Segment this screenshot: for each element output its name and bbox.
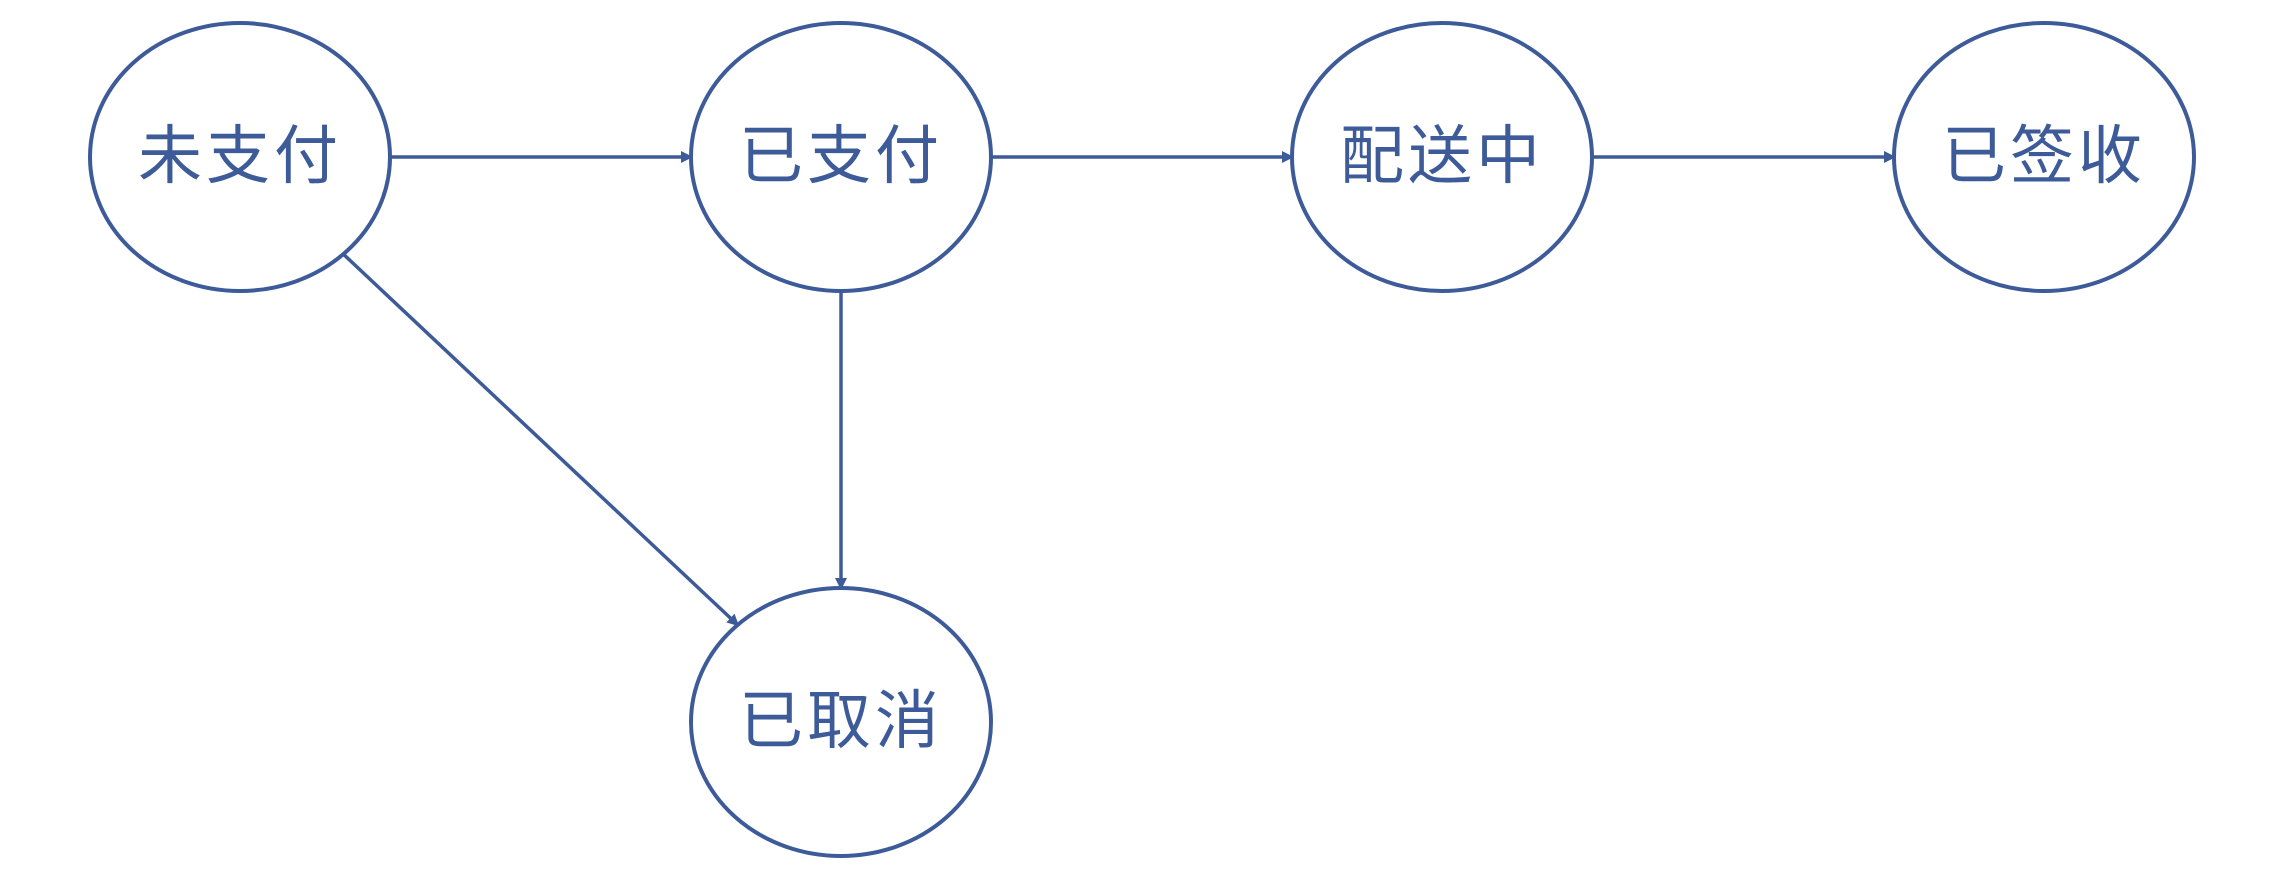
state-node-delivering: 配送中	[1290, 21, 1594, 293]
state-node-label: 已取消	[739, 685, 943, 759]
state-node-unpaid: 未支付	[88, 21, 392, 293]
state-node-signed: 已签收	[1892, 21, 2196, 293]
state-node-ellipse	[88, 21, 392, 293]
state-node-cancelled: 已取消	[689, 586, 993, 858]
edge-unpaid-to-cancelled	[342, 252, 740, 627]
state-node-label: 未支付	[138, 120, 342, 194]
state-node-ellipse	[1290, 21, 1594, 293]
edges-layer	[342, 151, 1896, 627]
state-node-label: 已支付	[739, 120, 943, 194]
state-node-label: 配送中	[1340, 120, 1544, 194]
state-node-ellipse	[1892, 21, 2196, 293]
state-node-label: 已签收	[1942, 120, 2146, 194]
state-node-ellipse	[689, 21, 993, 293]
state-node-ellipse	[689, 586, 993, 858]
state-node-paid: 已支付	[689, 21, 993, 293]
